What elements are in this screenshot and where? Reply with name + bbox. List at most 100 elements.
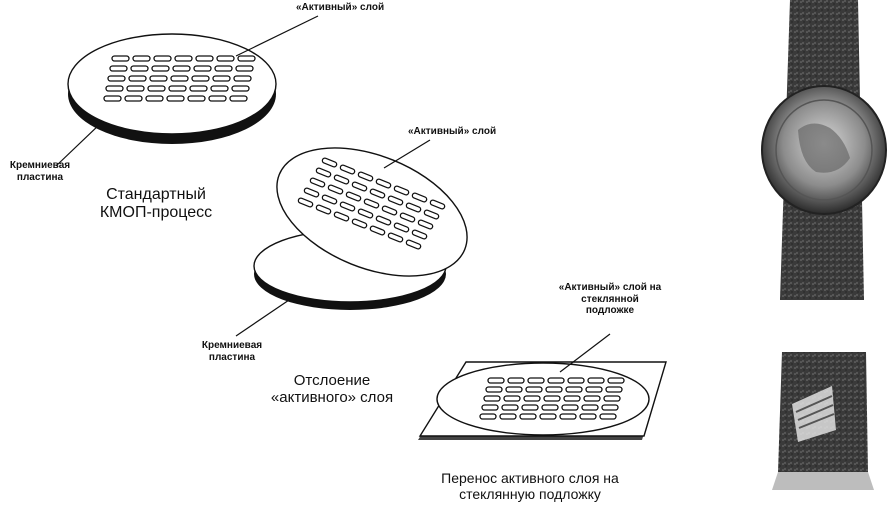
circuit-cell <box>586 387 602 392</box>
circuit-cell <box>110 66 127 71</box>
circuit-cell <box>232 86 249 91</box>
label-transfer-line2: стеклянную подложку <box>420 486 640 502</box>
circuit-cell <box>484 396 500 401</box>
circuit-cell <box>566 387 582 392</box>
circuit-cell <box>190 86 207 91</box>
circuit-cell <box>528 378 544 383</box>
circuit-cell <box>540 414 556 419</box>
label-standard-cmos: Стандартный КМОП-процесс <box>96 186 216 223</box>
circuit-cell <box>217 56 234 61</box>
circuit-cell <box>150 76 167 81</box>
circuit-cell <box>480 414 496 419</box>
label-si-wafer-1: Кремниевая пластина <box>4 160 76 183</box>
circuit-cell <box>608 378 624 383</box>
circuit-cell <box>175 56 192 61</box>
label-si-wafer-1-line2: пластина <box>4 172 76 184</box>
label-si-wafer-1-line1: Кремниевая <box>4 160 76 172</box>
circuit-cell <box>171 76 188 81</box>
label-standard-cmos-line1: Стандартный <box>96 186 216 204</box>
label-transfer: Перенос активного слоя на стеклянную под… <box>420 470 640 502</box>
glass-substrate <box>418 362 666 440</box>
circuit-cell <box>604 396 620 401</box>
circuit-cell <box>564 396 580 401</box>
circuit-cell <box>173 66 190 71</box>
label-active-layer-1: «Активный» слой <box>296 2 384 14</box>
wafer-1 <box>68 34 276 144</box>
circuit-cell <box>562 405 578 410</box>
circuit-cell <box>167 96 184 101</box>
circuit-cell <box>582 405 598 410</box>
circuit-cell <box>148 86 165 91</box>
circuit-cell <box>196 56 213 61</box>
label-si-wafer-2: Кремниевая пластина <box>190 340 274 363</box>
label-active-on-glass-line3: подложке <box>550 305 670 317</box>
circuit-cell <box>560 414 576 419</box>
circuit-cell <box>194 66 211 71</box>
label-peel-off-line2: «активного» слоя <box>262 389 402 406</box>
label-active-on-glass-line2: стеклянной <box>550 294 670 306</box>
wafer-1-top <box>68 34 276 134</box>
circuit-cell <box>209 96 226 101</box>
circuit-cell <box>502 405 518 410</box>
circuit-cell <box>236 66 253 71</box>
circuit-cell <box>580 414 596 419</box>
circuit-cell <box>568 378 584 383</box>
circuit-cell <box>112 56 129 61</box>
circuit-cell <box>127 86 144 91</box>
circuit-cell <box>131 66 148 71</box>
circuit-cell <box>508 378 524 383</box>
circuit-cell <box>108 76 125 81</box>
circuit-cell <box>526 387 542 392</box>
circuit-cell <box>234 76 251 81</box>
circuit-cell <box>486 387 502 392</box>
label-peel-off: Отслоение «активного» слоя <box>262 372 402 407</box>
circuit-cell <box>104 96 121 101</box>
circuit-cell <box>106 86 123 91</box>
circuit-cell <box>546 387 562 392</box>
label-peel-off-line1: Отслоение <box>262 372 402 389</box>
circuit-cell <box>544 396 560 401</box>
circuit-cell <box>504 396 520 401</box>
leader-si-wafer-2 <box>236 298 292 336</box>
circuit-cell <box>606 387 622 392</box>
circuit-cell <box>188 96 205 101</box>
circuit-cell <box>133 56 150 61</box>
circuit-cell <box>152 66 169 71</box>
leader-active-layer-2 <box>384 140 430 168</box>
circuit-cell <box>215 66 232 71</box>
circuit-cell <box>488 378 504 383</box>
label-active-layer-2: «Активный» слой <box>408 126 496 138</box>
label-transfer-line1: Перенос активного слоя на <box>420 470 640 486</box>
circuit-cell <box>230 96 247 101</box>
photo-base-shadow <box>772 472 874 490</box>
circuit-cell <box>238 56 255 61</box>
circuit-cell <box>600 414 616 419</box>
circuit-cell <box>584 396 600 401</box>
circuit-cell <box>524 396 540 401</box>
leader-active-layer-1 <box>236 16 318 56</box>
circuit-cell <box>506 387 522 392</box>
label-si-wafer-2-line2: пластина <box>190 352 274 364</box>
label-active-on-glass: «Активный» слой на стеклянной подложке <box>550 282 670 317</box>
label-active-on-glass-line1: «Активный» слой на <box>550 282 670 294</box>
circuit-cell <box>522 405 538 410</box>
circuit-cell <box>602 405 618 410</box>
circuit-cell <box>169 86 186 91</box>
circuit-cell <box>482 405 498 410</box>
circuit-cell <box>125 96 142 101</box>
circuit-cell <box>154 56 171 61</box>
circuit-cell <box>211 86 228 91</box>
circuit-cell <box>192 76 209 81</box>
circuit-cell <box>542 405 558 410</box>
circuit-cell <box>588 378 604 383</box>
circuit-cell <box>548 378 564 383</box>
device-photo <box>752 0 896 512</box>
circuit-cell <box>213 76 230 81</box>
label-si-wafer-2-line1: Кремниевая <box>190 340 274 352</box>
circuit-cell <box>520 414 536 419</box>
circuit-cell <box>129 76 146 81</box>
circuit-cell <box>146 96 163 101</box>
label-standard-cmos-line2: КМОП-процесс <box>96 204 216 222</box>
circuit-cell <box>500 414 516 419</box>
